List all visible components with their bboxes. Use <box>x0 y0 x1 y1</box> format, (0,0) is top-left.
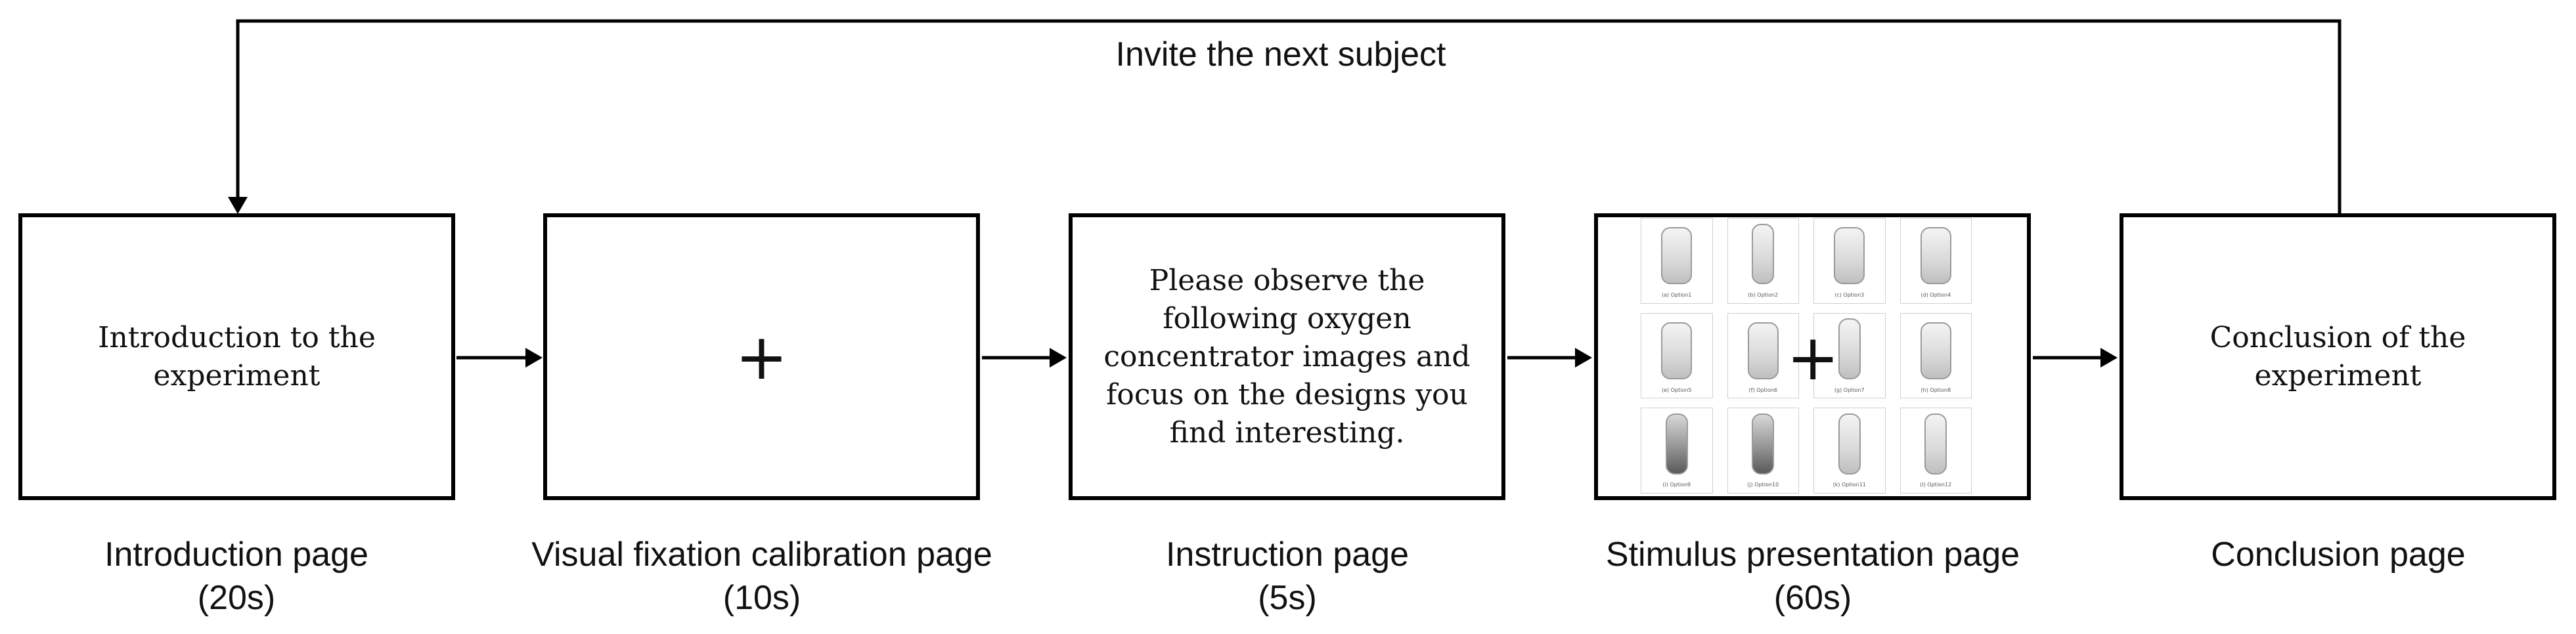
oxygen-concentrator-image <box>1834 226 1865 285</box>
stimulus-fixation-cross-icon: + <box>1787 321 1840 394</box>
stimulus-thumbnail: (k) Option11 <box>1813 408 1886 494</box>
stimulus-thumbnail-label: (k) Option11 <box>1832 482 1866 488</box>
feedback-label: Invite the next subject <box>1115 35 1446 74</box>
arrowhead-feedback <box>228 197 248 214</box>
stimulus-thumbnail: (c) Option3 <box>1813 218 1886 304</box>
instruction-box: Please observe the following oxygen conc… <box>1069 213 1505 500</box>
stimulus-thumbnail-label: (h) Option8 <box>1921 387 1951 393</box>
oxygen-concentrator-image <box>1661 322 1693 380</box>
stimulus-thumbnail-label: (a) Option1 <box>1662 291 1692 298</box>
introduction-box-text: Introduction to the experiment <box>98 320 376 392</box>
instruction-duration: (5s) <box>1258 579 1317 617</box>
stimulus-thumbnail-label: (g) Option7 <box>1834 387 1865 393</box>
stimulus-duration: (60s) <box>1773 579 1852 617</box>
oxygen-concentrator-image <box>1920 322 1951 380</box>
oxygen-concentrator-image <box>1752 413 1775 475</box>
conclusion-box: Conclusion of the experiment <box>2120 213 2556 500</box>
stimulus-thumbnail: (j) Option10 <box>1727 408 1799 494</box>
stimulus-thumbnail: (e) Option5 <box>1641 312 1713 399</box>
stimulus-thumbnail-label: (i) Option9 <box>1662 482 1691 488</box>
fixation-caption: Visual fixation calibration page (10s) <box>466 533 1057 620</box>
oxygen-concentrator-image <box>1920 226 1951 285</box>
fixation-cross-icon: + <box>735 320 788 394</box>
introduction-title: Introduction page <box>104 536 368 574</box>
stimulus-image-grid: (a) Option1 (b) Option2 (c) Option3 (d) Opt… <box>1629 215 1984 496</box>
stimulus-thumbnail-label: (f) Option6 <box>1748 387 1777 393</box>
fixation-duration: (10s) <box>722 579 801 617</box>
instruction-title: Instruction page <box>1165 536 1410 574</box>
stimulus-thumbnail: (h) Option8 <box>1899 312 1972 399</box>
oxygen-concentrator-image <box>1661 226 1693 285</box>
stimulus-thumbnail: (b) Option2 <box>1727 218 1799 304</box>
oxygen-concentrator-image <box>1838 318 1861 380</box>
introduction-box: Introduction to the experiment <box>18 213 455 500</box>
arrowhead-instruction <box>1050 348 1067 368</box>
stimulus-thumbnail: (f) Option6 <box>1727 312 1799 399</box>
oxygen-concentrator-image <box>1924 413 1947 475</box>
stimulus-thumbnail-label: (b) Option2 <box>1748 291 1779 298</box>
oxygen-concentrator-image <box>1747 322 1779 380</box>
fixation-box: + <box>543 213 980 500</box>
arrowhead-fixation <box>525 348 543 368</box>
stimulus-caption: Stimulus presentation page (60s) <box>1517 533 2108 620</box>
conclusion-title: Conclusion page <box>2211 536 2466 574</box>
stimulus-title: Stimulus presentation page <box>1605 536 2020 574</box>
oxygen-concentrator-image <box>1838 413 1861 475</box>
stimulus-thumbnail: (l) Option12 <box>1899 408 1972 494</box>
oxygen-concentrator-image <box>1665 413 1688 475</box>
stimulus-thumbnail: (d) Option4 <box>1899 218 1972 304</box>
instruction-box-text: Please observe the following oxygen conc… <box>1103 263 1471 450</box>
stimulus-thumbnail-label: (d) Option4 <box>1921 291 1951 298</box>
stimulus-thumbnail-label: (l) Option12 <box>1920 482 1952 488</box>
stimulus-thumbnail: (g) Option7 <box>1813 312 1886 399</box>
feedback-loop-line <box>236 19 2342 213</box>
introduction-caption: Introduction page (20s) <box>0 533 532 620</box>
arrowhead-stimulus <box>1575 348 1592 368</box>
instruction-caption: Instruction page (5s) <box>992 533 1583 620</box>
stimulus-thumbnail-label: (c) Option3 <box>1834 291 1865 298</box>
stimulus-thumbnail-label: (j) Option10 <box>1747 482 1779 488</box>
arrowhead-conclusion <box>2100 348 2118 368</box>
stimulus-thumbnail: (i) Option9 <box>1641 408 1713 494</box>
introduction-duration: (20s) <box>197 579 276 617</box>
conclusion-box-text: Conclusion of the experiment <box>2210 320 2466 392</box>
stimulus-thumbnail-label: (e) Option5 <box>1662 387 1692 393</box>
fixation-title: Visual fixation calibration page <box>531 536 992 574</box>
oxygen-concentrator-image <box>1752 223 1775 285</box>
stimulus-thumbnail: (a) Option1 <box>1641 218 1713 304</box>
conclusion-caption: Conclusion page <box>2043 533 2576 576</box>
